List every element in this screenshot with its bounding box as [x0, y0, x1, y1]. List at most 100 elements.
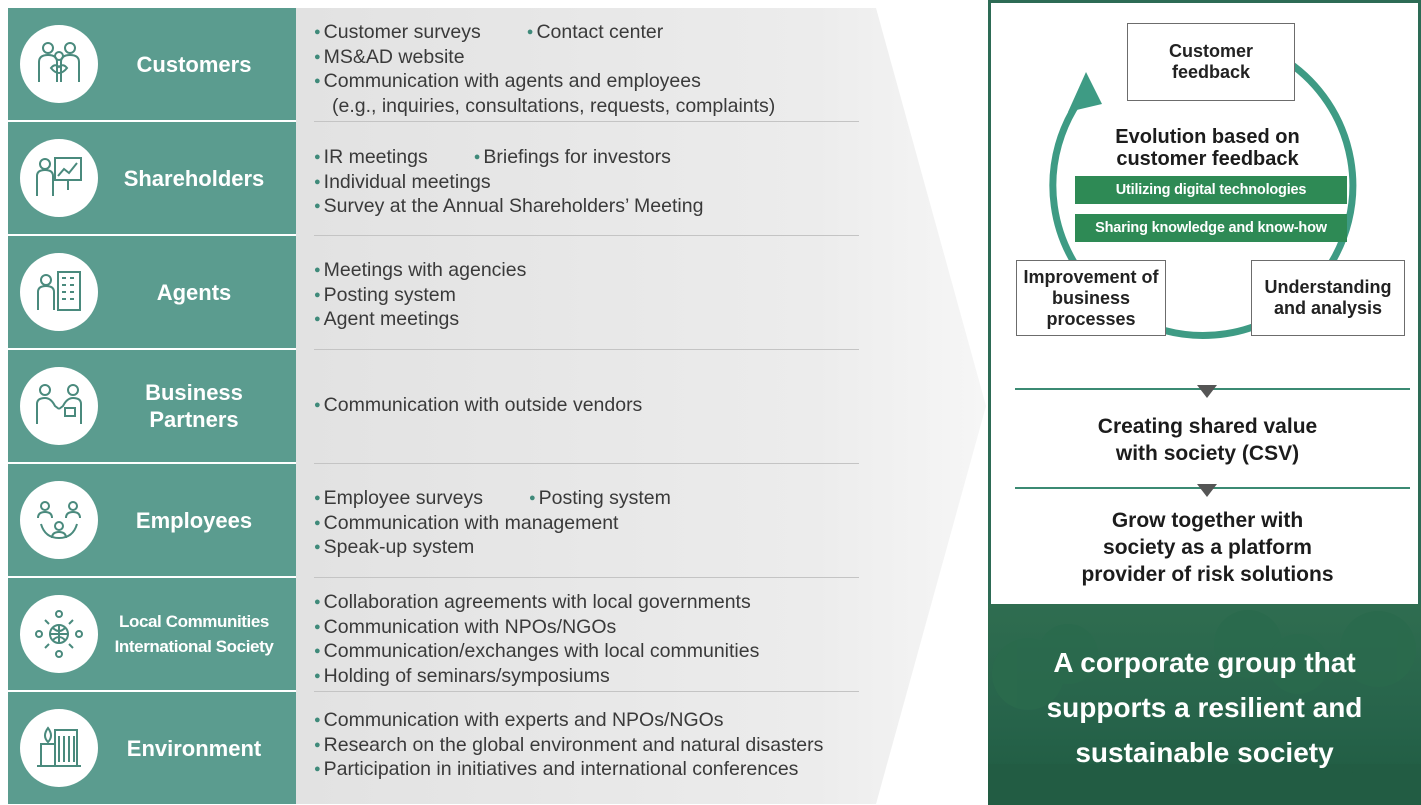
label-line: Local Communities — [118, 612, 269, 631]
stakeholder-agents: Agents — [8, 236, 298, 348]
engagement-list-environment: Communication with experts and NPOs/NGOs… — [314, 709, 859, 784]
stakeholder-column: Customers Shareholders Agents — [8, 8, 298, 804]
bullet-text: Communication with agents and employees — [314, 70, 701, 92]
list-item: Communication with experts and NPOs/NGOs — [314, 709, 859, 735]
bullet-text: Communication with outside vendors — [314, 394, 643, 416]
bullet-text: Contact center — [527, 21, 663, 43]
cycle-arrowhead-icon — [1068, 72, 1102, 112]
bullet-text: Communication/exchanges with local commu… — [314, 640, 760, 662]
list-item: Holding of seminars/symposiums — [314, 665, 859, 691]
engagement-list-local-communities: Collaboration agreements with local gove… — [314, 591, 859, 691]
engagement-panel: Customer surveys Contact center MS&AD web… — [296, 8, 1016, 804]
statement-line: Creating shared value — [1097, 415, 1318, 438]
row-divider — [314, 577, 859, 578]
stakeholder-business-partners: Business Partners — [8, 350, 298, 462]
list-item: Communication/exchanges with local commu… — [314, 640, 859, 666]
team-network-icon — [20, 481, 98, 559]
list-item: Research on the global environment and n… — [314, 734, 859, 760]
evolution-heading: Evolution based on customer feedback — [991, 126, 1421, 170]
engagement-list-employees: Employee surveys Posting system Communica… — [314, 487, 859, 562]
list-item: Communication with outside vendors — [314, 394, 859, 420]
row-divider — [314, 349, 859, 350]
stakeholder-local-communities: Local Communities International Society — [8, 578, 298, 690]
bullet-text: Research on the global environment and n… — [314, 734, 824, 756]
bullet-text: Communication with experts and NPOs/NGOs — [314, 709, 724, 731]
bullet-text: Meetings with agencies — [314, 259, 527, 281]
box-line: processes — [1046, 308, 1136, 329]
bullet-text: Posting system — [314, 284, 456, 306]
box-line: Understanding — [1264, 277, 1392, 297]
bullet-text: Employee surveys — [314, 487, 483, 509]
handshake-icon — [20, 367, 98, 445]
globe-people-icon — [20, 595, 98, 673]
stakeholder-label: Environment — [126, 735, 262, 761]
list-item: MS&AD website — [314, 46, 859, 72]
landscape-silhouette — [988, 610, 1421, 805]
heading-line: customer feedback — [1116, 148, 1299, 170]
list-item: Survey at the Annual Shareholders’ Meeti… — [314, 195, 859, 221]
box-line: Improvement of — [1023, 266, 1159, 287]
list-item: Meetings with agencies — [314, 259, 859, 285]
box-line: business — [1051, 287, 1131, 308]
list-item: Customer surveys Contact center — [314, 21, 859, 47]
row-divider — [314, 235, 859, 236]
bullet-text: Posting system — [529, 487, 671, 509]
bullet-text: Customer surveys — [314, 21, 481, 43]
down-arrow-icon — [1197, 484, 1217, 497]
label-line: Business — [145, 380, 243, 405]
row-divider — [314, 121, 859, 122]
bullet-text: Agent meetings — [314, 308, 460, 330]
list-item: Communication with NPOs/NGOs — [314, 616, 859, 642]
list-item: Individual meetings — [314, 171, 859, 197]
building-person-icon — [20, 253, 98, 331]
presentation-icon — [20, 139, 98, 217]
list-item: Posting system — [314, 284, 859, 310]
bullet-text: Survey at the Annual Shareholders’ Meeti… — [314, 195, 704, 217]
digital-tech-bar: Utilizing digital technologies — [1075, 176, 1347, 204]
cycle-ring — [1049, 59, 1357, 339]
stakeholder-employees: Employees — [8, 464, 298, 576]
csv-statement: Creating shared value with society (CSV) — [991, 413, 1421, 467]
list-item: Communication with management — [314, 512, 859, 538]
row-divider — [314, 463, 859, 464]
engagement-list-agents: Meetings with agencies Posting system Ag… — [314, 259, 859, 334]
stakeholder-label: Employees — [135, 507, 253, 533]
stakeholder-label: Business Partners — [98, 379, 298, 433]
stakeholder-customers: Customers — [8, 8, 298, 120]
bullet-text: (e.g., inquiries, consultations, request… — [332, 94, 776, 117]
bullet-text: Participation in initiatives and interna… — [314, 758, 799, 780]
bullet-text: Communication with management — [314, 512, 619, 534]
statement-line: society as a platform — [1103, 536, 1312, 559]
list-item: Participation in initiatives and interna… — [314, 758, 859, 784]
bullet-text: Individual meetings — [314, 171, 491, 193]
down-arrow-icon — [1197, 385, 1217, 398]
stakeholder-label: Local Communities International Society — [98, 609, 298, 659]
vision-line: sustainable society — [1075, 737, 1334, 768]
engagement-list-customers: Customer surveys Contact center MS&AD web… — [314, 21, 859, 117]
bullet-text: Speak-up system — [314, 536, 475, 558]
list-item: Employee surveys Posting system — [314, 487, 859, 513]
bullet-text: IR meetings — [314, 146, 428, 168]
vision-line: A corporate group that — [1053, 647, 1356, 678]
grow-statement: Grow together with society as a platform… — [991, 507, 1421, 588]
knowledge-sharing-bar: Sharing knowledge and know-how — [1075, 214, 1347, 242]
list-item: Communication with agents and employees — [314, 70, 859, 96]
stakeholder-label: Shareholders — [123, 165, 265, 191]
bullet-text: Briefings for investors — [474, 146, 671, 168]
statement-line: provider of risk solutions — [1081, 563, 1334, 586]
heading-line: Evolution based on — [1115, 126, 1300, 148]
statement-line: Grow together with — [1111, 509, 1304, 532]
eco-building-icon — [20, 709, 98, 787]
label-line: International Society — [114, 637, 274, 656]
statement-line: with society (CSV) — [1115, 442, 1300, 465]
stakeholder-label: Customers — [136, 51, 252, 77]
engagement-list-shareholders: IR meetings Briefings for investors Indiv… — [314, 146, 859, 221]
box-line: and analysis — [1273, 298, 1383, 318]
bullet-text: Holding of seminars/symposiums — [314, 665, 610, 687]
label-line: Partners — [149, 407, 239, 432]
